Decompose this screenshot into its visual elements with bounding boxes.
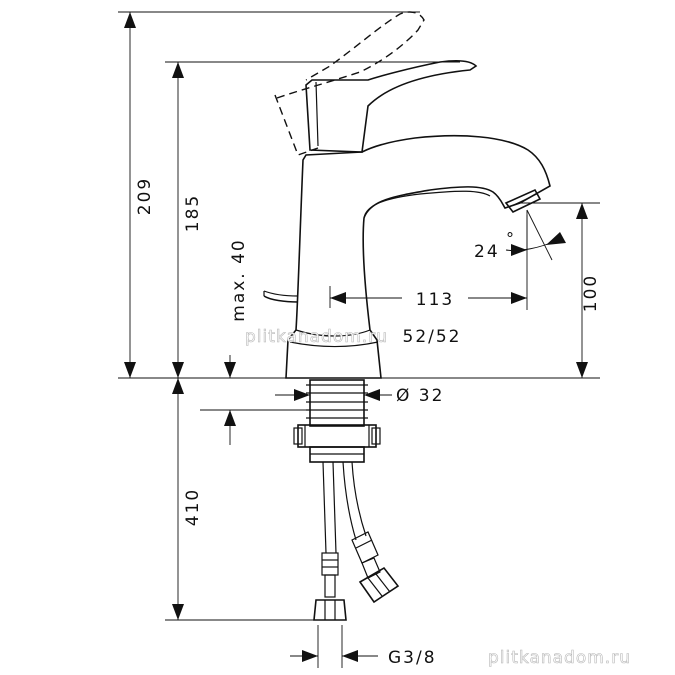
label-angle: 24 xyxy=(474,242,500,262)
dimension-angle xyxy=(505,209,566,261)
dimension-185 xyxy=(165,61,460,378)
label-113: 113 xyxy=(416,290,454,310)
watermark-center: plitkanadom.ru xyxy=(245,327,388,347)
dimension-209 xyxy=(118,11,420,378)
label-max40: max. 40 xyxy=(229,238,249,321)
faucet-body xyxy=(118,11,600,379)
label-base-size: 52/52 xyxy=(403,327,462,347)
label-209: 209 xyxy=(135,177,155,215)
dimension-diameter xyxy=(275,389,392,401)
supply-hoses xyxy=(313,461,400,621)
label-connection: G3/8 xyxy=(388,648,437,668)
label-shank-diameter: Ø 32 xyxy=(396,386,444,406)
label-410: 410 xyxy=(183,488,203,526)
label-100: 100 xyxy=(581,274,601,312)
dimension-max40 xyxy=(200,355,310,445)
label-185: 185 xyxy=(183,194,203,232)
dimension-410 xyxy=(165,378,316,621)
dimension-g38 xyxy=(290,625,378,668)
watermark-corner: plitkanadom.ru xyxy=(488,648,631,668)
mounting-shank xyxy=(293,379,381,463)
dimension-100 xyxy=(520,202,600,378)
label-angle-unit: ° xyxy=(506,229,516,248)
